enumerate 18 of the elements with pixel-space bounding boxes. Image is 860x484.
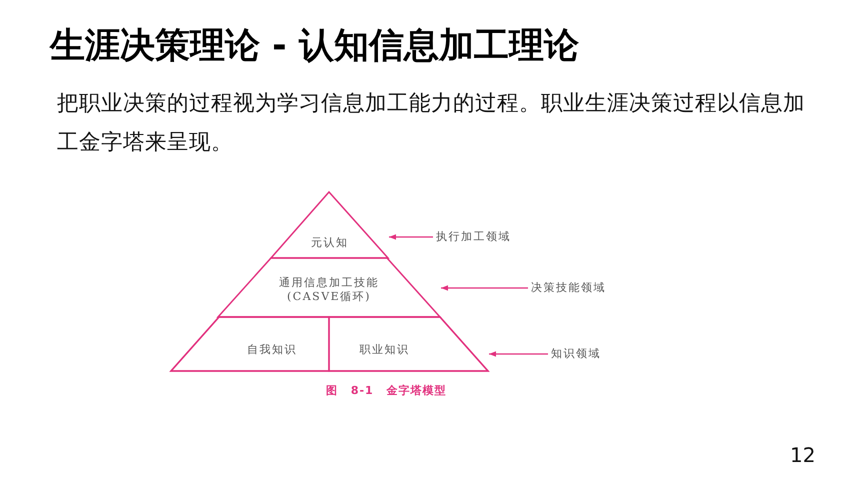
- pyramid-tier: [218, 258, 440, 317]
- pyramid-tier: [271, 192, 388, 258]
- pyramid-cell: [171, 317, 329, 371]
- tier-label: 职业知识: [358, 343, 410, 357]
- body-text: 把职业决策的过程视为学习信息加工能力的过程。职业生涯决策过程以信息加工金字塔来呈现。: [57, 90, 806, 157]
- arrow: [489, 351, 548, 357]
- tier-label: 元认知: [310, 236, 350, 250]
- tier-label: 通用信息加工技能(CASVE循环): [278, 276, 380, 304]
- arrow: [441, 285, 528, 291]
- domain-label: 决策技能领域: [531, 280, 613, 296]
- domain-label: 执行加工领域: [436, 229, 518, 245]
- slide-title: 生涯决策理论 - 认知信息加工理论: [50, 25, 579, 67]
- page-number: 12: [790, 443, 816, 467]
- arrow: [389, 234, 433, 240]
- pyramid-cell: [329, 317, 488, 371]
- domain-label: 知识领域: [551, 346, 607, 362]
- tier-label: 自我知识: [246, 343, 298, 357]
- figure-caption: 图 8-1 金字塔模型: [326, 383, 447, 398]
